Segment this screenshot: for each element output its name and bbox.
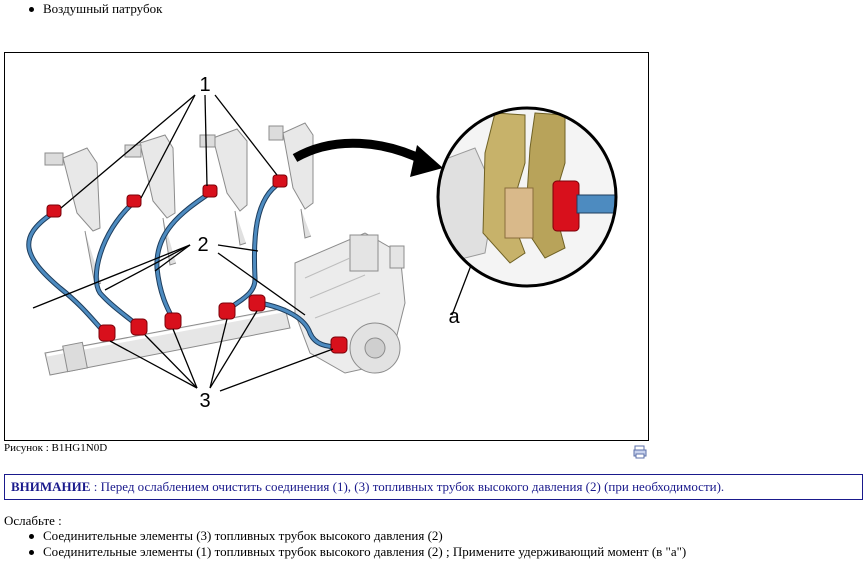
detail-arrow	[292, 138, 443, 177]
callout-2: 2	[197, 234, 208, 256]
injector-fittings	[46, 174, 288, 218]
warning-text: : Перед ослаблением очистить соединения …	[90, 479, 725, 494]
rail-fittings	[98, 294, 348, 354]
list-item: Соединительные элементы (3) топливных тр…	[0, 528, 686, 544]
injector	[268, 122, 314, 239]
detail-magnifier	[436, 106, 618, 288]
top-bullet-list: Воздушный патрубок	[0, 1, 162, 17]
list-item: Соединительные элементы (1) топливных тр…	[0, 544, 686, 560]
callout-1: 1	[199, 74, 210, 96]
high-pressure-pump	[294, 232, 406, 374]
fuel-rail	[44, 307, 291, 376]
figure-caption: Рисунок : B1HG1N0D	[4, 442, 108, 454]
steps-list: Соединительные элементы (3) топливных тр…	[0, 528, 686, 560]
warning-notice: ВНИМАНИЕ : Перед ослаблением очистить со…	[4, 474, 863, 500]
print-icon[interactable]	[633, 445, 647, 459]
instruction-intro: Ослабьте :	[4, 513, 62, 528]
warning-label: ВНИМАНИЕ	[11, 479, 91, 494]
fuel-system-figure: 1 2 3 a	[4, 52, 649, 441]
callout-3: 3	[199, 390, 210, 412]
high-pressure-pipes	[26, 180, 343, 350]
callout-a: a	[448, 306, 460, 328]
injector	[199, 128, 248, 246]
injector	[44, 147, 102, 286]
list-item: Воздушный патрубок	[0, 1, 162, 17]
